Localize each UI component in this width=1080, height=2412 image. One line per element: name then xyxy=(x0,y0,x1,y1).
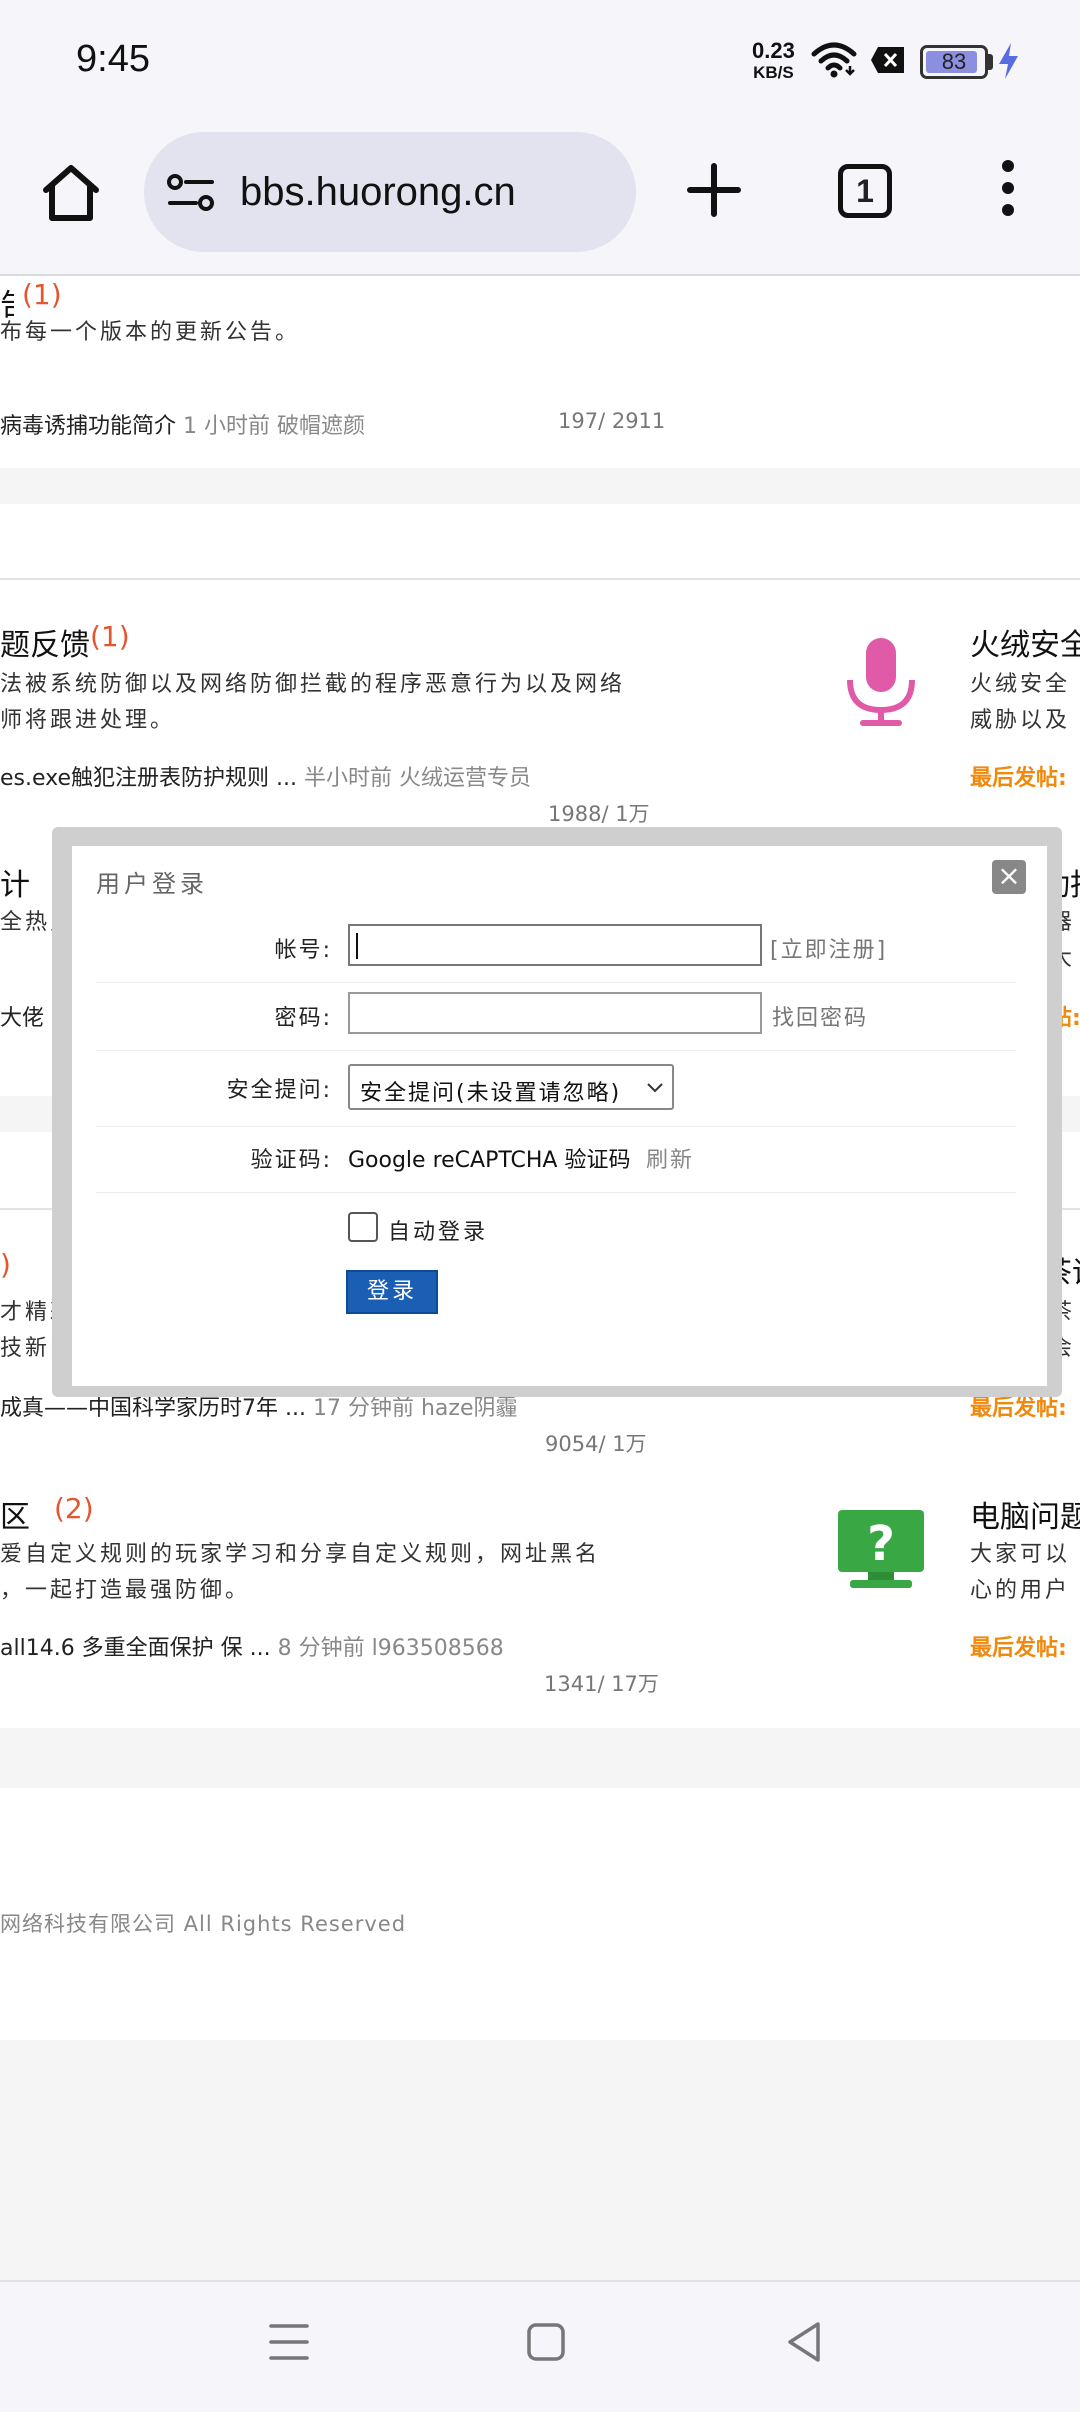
forum-stats-5: 1341/ 17万 xyxy=(544,1672,659,1696)
captcha-refresh-link[interactable]: 刷新 xyxy=(646,1148,695,1173)
forum-count-4: ) xyxy=(0,1248,11,1281)
question-monitor-icon: ? xyxy=(838,1510,924,1588)
captcha-label: 验证码: xyxy=(250,1148,332,1173)
forum-right-title-2[interactable]: 火绒安全 xyxy=(970,628,1080,663)
network-speed: 0.23 KB/S xyxy=(752,40,795,84)
home-icon[interactable] xyxy=(38,160,104,226)
system-nav-bar xyxy=(0,2280,1080,2412)
close-icon[interactable]: × xyxy=(992,860,1026,894)
text-caret xyxy=(356,933,358,959)
forum-title-3[interactable]: 计 xyxy=(0,868,30,903)
site-settings-icon[interactable] xyxy=(166,172,216,214)
last-post-row-1: 病毒诱捕功能简介 1 小时前 破帽遮颜 xyxy=(0,408,365,440)
forum-right-title-5[interactable]: 电脑问题 xyxy=(970,1500,1080,1535)
last-post-row-2: es.exe触犯注册表防护规则 ... 半小时前 火绒运营专员 xyxy=(0,760,531,792)
row-divider xyxy=(96,982,1016,983)
forum-desc-2b: 师将跟进处理。 xyxy=(0,708,176,733)
row-separator xyxy=(0,578,1080,580)
last-post-link-5[interactable]: all14.6 多重全面保护 保 ... xyxy=(0,1636,271,1661)
forum-right-desc-5a: 大家可以 xyxy=(970,1542,1071,1567)
register-link[interactable]: [立即注册] xyxy=(770,938,888,963)
row-divider xyxy=(96,1192,1016,1193)
more-vert-icon[interactable] xyxy=(996,160,1020,224)
password-label: 密码: xyxy=(274,1006,332,1031)
auto-login-label[interactable]: 自动登录 xyxy=(388,1220,489,1245)
forum-count-5: (2) xyxy=(54,1492,94,1525)
forum-stats-1: 197/ 2911 xyxy=(558,409,666,433)
status-time: 9:45 xyxy=(76,38,150,80)
last-post-row-5: all14.6 多重全面保护 保 ... 8 分钟前 l963508568 xyxy=(0,1630,504,1662)
forum-title-1[interactable]: 告 xyxy=(0,280,14,324)
forum-desc-5b: ，一起打造最强防御。 xyxy=(0,1578,251,1603)
account-label: 帐号: xyxy=(274,938,332,963)
last-post-meta-2: 半小时前 火绒运营专员 xyxy=(304,766,531,791)
row-divider xyxy=(96,1050,1016,1051)
battery-icon: 83 xyxy=(920,45,988,79)
status-bar: 9:45 0.23 KB/S 83 xyxy=(0,0,1080,120)
last-post-meta-4: 17 分钟前 haze阴霾 xyxy=(312,1396,518,1421)
forum-desc-5a: 爱自定义规则的玩家学习和分享自定义规则，网址黑名 xyxy=(0,1542,601,1567)
account-input[interactable] xyxy=(348,924,762,966)
page-bottom-area xyxy=(0,2040,1080,2280)
svg-text:?: ? xyxy=(867,1516,895,1572)
forum-right-last-2: 最后发帖: xyxy=(970,766,1067,791)
browser-toolbar: bbs.huorong.cn 1 xyxy=(0,120,1080,276)
footer-copyright: 网络科技有限公司 All Rights Reserved xyxy=(0,1912,407,1936)
forum-count-1: (1) xyxy=(22,278,62,311)
forum-desc-2a: 法被系统防御以及网络防御拦截的程序恶意行为以及网络 xyxy=(0,672,626,697)
url-text[interactable]: bbs.huorong.cn xyxy=(240,170,516,214)
last-post-link-4[interactable]: 成真——中国科学家历时7年 ... xyxy=(0,1396,306,1421)
password-input[interactable] xyxy=(348,992,762,1034)
charging-bolt-icon xyxy=(999,43,1018,79)
x-icon xyxy=(871,47,904,73)
forgot-password-link[interactable]: 找回密码 xyxy=(772,1006,869,1031)
wifi-icon xyxy=(811,42,857,78)
url-bar[interactable]: bbs.huorong.cn xyxy=(144,132,636,252)
battery-level: 83 xyxy=(941,49,967,74)
dialog-title: 用户登录 xyxy=(96,870,208,898)
forum-right-desc-2a: 火绒安全 xyxy=(970,672,1071,697)
login-button[interactable]: 登录 xyxy=(346,1270,438,1314)
security-question-select[interactable]: 安全提问(未设置请忽略) xyxy=(348,1064,674,1110)
back-icon[interactable] xyxy=(784,2320,824,2364)
network-speed-unit: KB/S xyxy=(753,63,794,82)
last-post-link-3[interactable]: 大佬 xyxy=(0,1006,45,1031)
captcha-text: Google reCAPTCHA 验证码 xyxy=(348,1148,631,1173)
forum-right-last-5: 最后发帖: xyxy=(970,1636,1067,1661)
battery-nub xyxy=(988,54,993,70)
last-post-meta-1: 1 小时前 破帽遮颜 xyxy=(183,414,365,439)
microphone-icon xyxy=(847,638,915,726)
forum-right-desc-5b: 心的用户 xyxy=(970,1578,1071,1603)
section-divider xyxy=(0,1728,1080,1788)
battery-fill xyxy=(926,51,978,73)
auto-login-checkbox[interactable] xyxy=(348,1212,378,1242)
chevron-down-icon xyxy=(647,1083,663,1093)
forum-right-last-4: 最后发帖: xyxy=(970,1396,1067,1421)
last-post-link-2[interactable]: es.exe触犯注册表防护规则 ... xyxy=(0,766,297,791)
row-divider xyxy=(96,1126,1016,1127)
forum-stats-4: 9054/ 1万 xyxy=(545,1432,647,1456)
network-speed-value: 0.23 xyxy=(752,38,795,63)
last-post-meta-5: 8 分钟前 l963508568 xyxy=(277,1636,504,1661)
tabs-icon[interactable]: 1 xyxy=(838,164,892,218)
menu-icon[interactable] xyxy=(268,2322,310,2362)
login-dialog: 用户登录 × 帐号: [立即注册] 密码: 找回密码 安全提问: 安全提问(未设… xyxy=(72,846,1047,1386)
forum-count-2: (1) xyxy=(90,620,130,653)
last-post-row-4: 成真——中国科学家历时7年 ... 17 分钟前 haze阴霾 xyxy=(0,1390,517,1422)
home-square-icon[interactable] xyxy=(526,2322,566,2362)
security-question-label: 安全提问: xyxy=(226,1078,332,1103)
last-post-link-1[interactable]: 病毒诱捕功能简介 xyxy=(0,414,177,439)
security-question-value: 安全提问(未设置请忽略) xyxy=(360,1081,622,1106)
forum-title-5[interactable]: 区 xyxy=(0,1500,30,1535)
forum-title-2[interactable]: 题反馈 xyxy=(0,628,90,663)
plus-icon[interactable] xyxy=(684,160,744,220)
forum-desc-1: 布每一个版本的更新公告。 xyxy=(0,320,301,345)
section-divider xyxy=(0,468,1080,504)
forum-right-desc-2b: 威胁以及 xyxy=(970,708,1071,733)
forum-stats-2: 1988/ 1万 xyxy=(548,802,650,826)
